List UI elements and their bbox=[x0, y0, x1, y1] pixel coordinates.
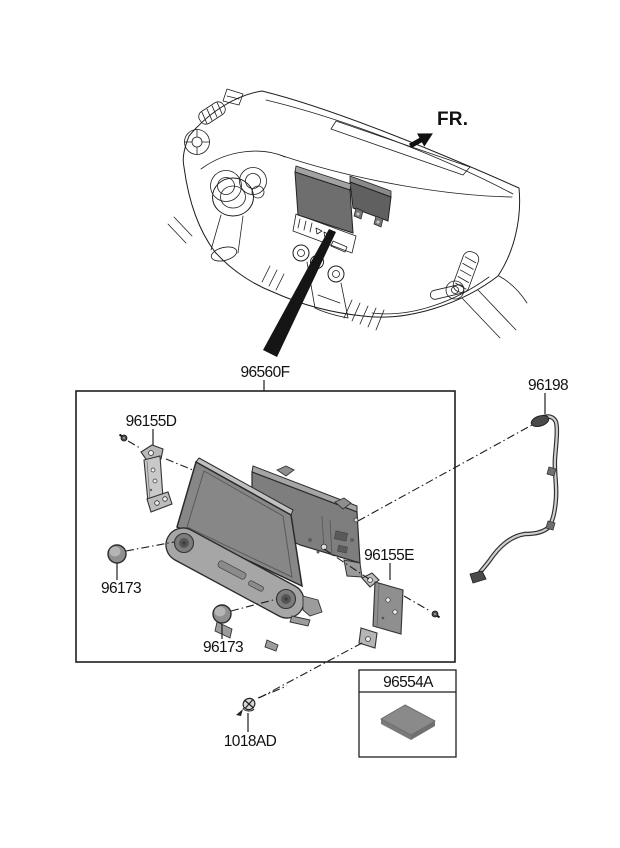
chassis-screw-point bbox=[320, 543, 328, 551]
bezel-slot2 bbox=[248, 580, 264, 592]
leader-bracket-right-screw bbox=[403, 595, 431, 612]
dashboard-outline bbox=[182, 90, 521, 318]
sd-card-box: 96554A bbox=[358, 669, 457, 758]
head-unit bbox=[165, 457, 363, 652]
cable-clip1 bbox=[546, 466, 557, 477]
screw-1018ad-icon bbox=[236, 697, 256, 716]
screw-bracket-left-icon bbox=[118, 433, 128, 442]
side-foot-bracket2 bbox=[289, 615, 311, 627]
side-foot-bracket bbox=[302, 595, 323, 617]
center-console bbox=[261, 261, 385, 331]
dash-unit-screw-dot1 bbox=[356, 212, 360, 216]
bezel-knob-left-dot bbox=[182, 541, 186, 545]
glove-box bbox=[371, 276, 490, 315]
knob-bottom bbox=[212, 604, 232, 624]
callout-knob-bottom[interactable]: 96173 bbox=[203, 639, 244, 656]
leader-bracket-right-to-screw bbox=[258, 642, 363, 699]
chassis-hole2 bbox=[316, 550, 320, 554]
chassis-connector1 bbox=[333, 530, 349, 542]
dash-unit-chassis bbox=[349, 181, 392, 222]
direction-indicator: FR. bbox=[408, 109, 468, 149]
chassis-hole1 bbox=[308, 538, 312, 542]
bezel-slot1 bbox=[217, 560, 247, 580]
fr-arrow-icon bbox=[408, 133, 433, 149]
defroster-vent bbox=[330, 120, 471, 176]
bracket-right bbox=[358, 572, 404, 649]
dashboard-illustration bbox=[167, 88, 528, 357]
leader-knob-bottom bbox=[230, 598, 278, 612]
callout-knob-left[interactable]: 96173 bbox=[101, 580, 142, 597]
callout-head-unit[interactable]: 96560F bbox=[241, 364, 291, 381]
bezel-knob-right-dot bbox=[284, 597, 288, 601]
leader-screw-left bbox=[127, 440, 141, 449]
right-vent bbox=[452, 251, 480, 293]
cable-core bbox=[475, 415, 558, 579]
screen bbox=[176, 460, 303, 588]
fr-label: FR. bbox=[437, 109, 468, 130]
bracket-left bbox=[140, 444, 173, 513]
leader-screw-1018ad bbox=[257, 685, 288, 699]
left-trim-lines bbox=[167, 216, 193, 244]
dash-head-unit-highlight bbox=[294, 165, 392, 234]
antenna-connector-point bbox=[353, 517, 359, 523]
gauge-cluster bbox=[210, 167, 267, 202]
callout-antenna-cable[interactable]: 96198 bbox=[528, 377, 569, 394]
cable-casing bbox=[474, 414, 560, 580]
callout-bracket-left[interactable]: 96155D bbox=[126, 413, 178, 430]
callout-bracket-right[interactable]: 96155E bbox=[364, 547, 415, 564]
cluster-visor bbox=[200, 150, 286, 170]
screw-bracket-right-icon bbox=[431, 610, 441, 619]
chassis-connector2 bbox=[337, 544, 348, 554]
leader-bracket-left bbox=[165, 458, 194, 471]
leader-antenna-cable bbox=[357, 424, 533, 522]
left-round-vent bbox=[184, 129, 210, 155]
leader-chassis-to-bracket-right bbox=[323, 548, 370, 580]
dash-unit-screen bbox=[294, 171, 354, 234]
chassis-tab-right bbox=[334, 497, 352, 510]
callout-sd-card[interactable]: 96554A bbox=[383, 674, 435, 691]
detail-box bbox=[75, 390, 456, 663]
dashboard-face-crease bbox=[279, 154, 513, 198]
knob-left bbox=[107, 544, 127, 564]
cable-connector-top bbox=[530, 414, 550, 428]
cable-connector-end bbox=[469, 570, 487, 584]
chassis-hole3 bbox=[350, 538, 354, 542]
left-vent bbox=[198, 101, 226, 125]
right-sensor bbox=[445, 280, 465, 300]
right-lower-lines bbox=[461, 275, 528, 339]
bezel-foot2 bbox=[264, 639, 279, 652]
callout-wedge-pointer bbox=[263, 229, 336, 357]
chassis-tab-left bbox=[276, 465, 295, 477]
screen-inner-frame bbox=[186, 470, 293, 578]
center-stack bbox=[292, 213, 357, 254]
dash-unit-screw-dot2 bbox=[376, 220, 380, 224]
antenna-cable bbox=[469, 414, 560, 584]
steering-wheel bbox=[210, 177, 265, 262]
callout-screw[interactable]: 1018AD bbox=[224, 733, 277, 750]
cable-clip2 bbox=[545, 520, 556, 531]
bezel-foot1 bbox=[214, 621, 233, 639]
sd-card-icon bbox=[380, 704, 436, 740]
